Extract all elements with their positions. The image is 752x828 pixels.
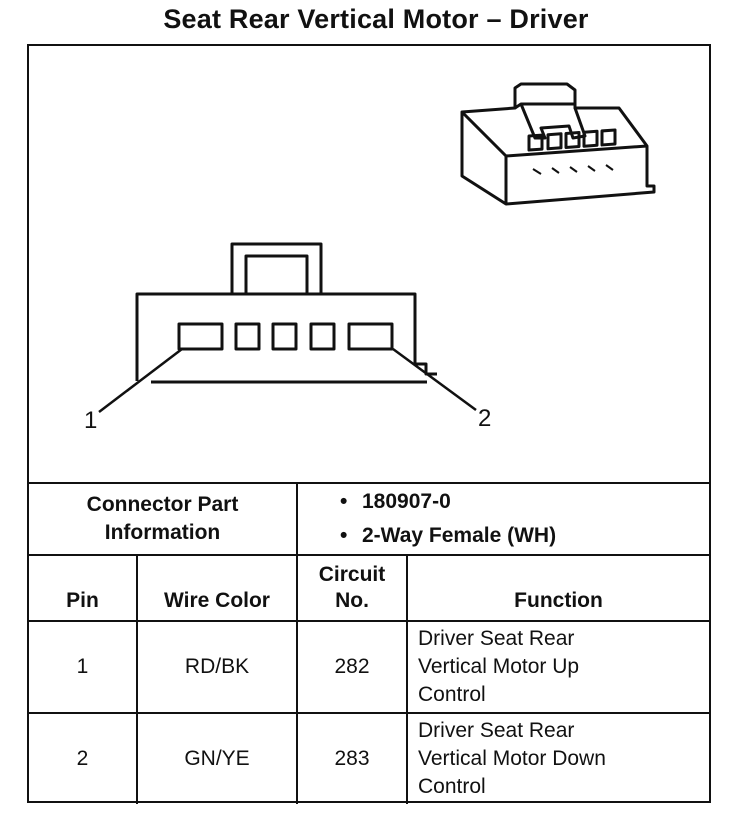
- header-wire-color: Wire Color: [136, 554, 298, 622]
- function-cell: Driver Seat Rear Vertical Motor Down Con…: [406, 712, 709, 804]
- wire-color-cell: RD/BK: [136, 620, 298, 714]
- pinout-table: Connector Part Information 180907-0 2-Wa…: [29, 484, 709, 804]
- cavity-pin-1: [177, 322, 224, 351]
- function-line: Driver Seat Rear: [418, 627, 575, 650]
- connector-frame: 1 2 Connector Part Information 180907-0 …: [27, 44, 711, 804]
- header-circuit-line-2: No.: [335, 589, 369, 612]
- connector-type: 2-Way Female (WH): [340, 519, 709, 553]
- table-header-row: Pin Wire Color Circuit No. Function: [29, 554, 709, 622]
- connector-part-info-label: Connector Part Information: [29, 484, 298, 556]
- pin-cell: 2: [29, 712, 138, 804]
- function-line: Driver Seat Rear: [418, 719, 575, 742]
- function-line: Vertical Motor Down: [418, 747, 606, 770]
- connector-part-info-row: Connector Part Information 180907-0 2-Wa…: [29, 484, 709, 556]
- connector-illustration: [98, 82, 656, 413]
- table-row: 2 GN/YE 283 Driver Seat Rear Vertical Mo…: [29, 712, 709, 804]
- function-line: Vertical Motor Up: [418, 655, 580, 678]
- connector-drawing-area: 1 2: [29, 46, 709, 484]
- header-function: Function: [406, 554, 709, 622]
- function-line: Control: [418, 683, 486, 706]
- pin-cell: 1: [29, 620, 138, 714]
- diagram-title: Seat Rear Vertical Motor – Driver: [163, 4, 589, 34]
- pin-1-label: 1: [84, 407, 98, 434]
- circuit-cell: 282: [296, 620, 408, 714]
- circuit-cell: 283: [296, 712, 408, 804]
- function-cell: Driver Seat Rear Vertical Motor Up Contr…: [406, 620, 709, 714]
- header-circuit-no: Circuit No.: [296, 554, 408, 622]
- part-number: 180907-0: [340, 485, 709, 519]
- front-view-connector: [98, 242, 477, 413]
- connector-part-info-values: 180907-0 2-Way Female (WH): [296, 484, 709, 556]
- header-pin: Pin: [29, 554, 138, 622]
- function-line: Control: [418, 775, 486, 798]
- pin-2-label: 2: [478, 405, 492, 432]
- cpi-label-line-1: Connector Part: [86, 493, 239, 516]
- header-circuit-line-1: Circuit: [318, 563, 386, 586]
- wire-color-cell: GN/YE: [136, 712, 298, 804]
- cpi-label-line-2: Information: [104, 521, 221, 544]
- table-row: 1 RD/BK 282 Driver Seat Rear Vertical Mo…: [29, 620, 709, 714]
- cavity-pin-2: [347, 322, 394, 351]
- isometric-connector-icon: [460, 82, 656, 206]
